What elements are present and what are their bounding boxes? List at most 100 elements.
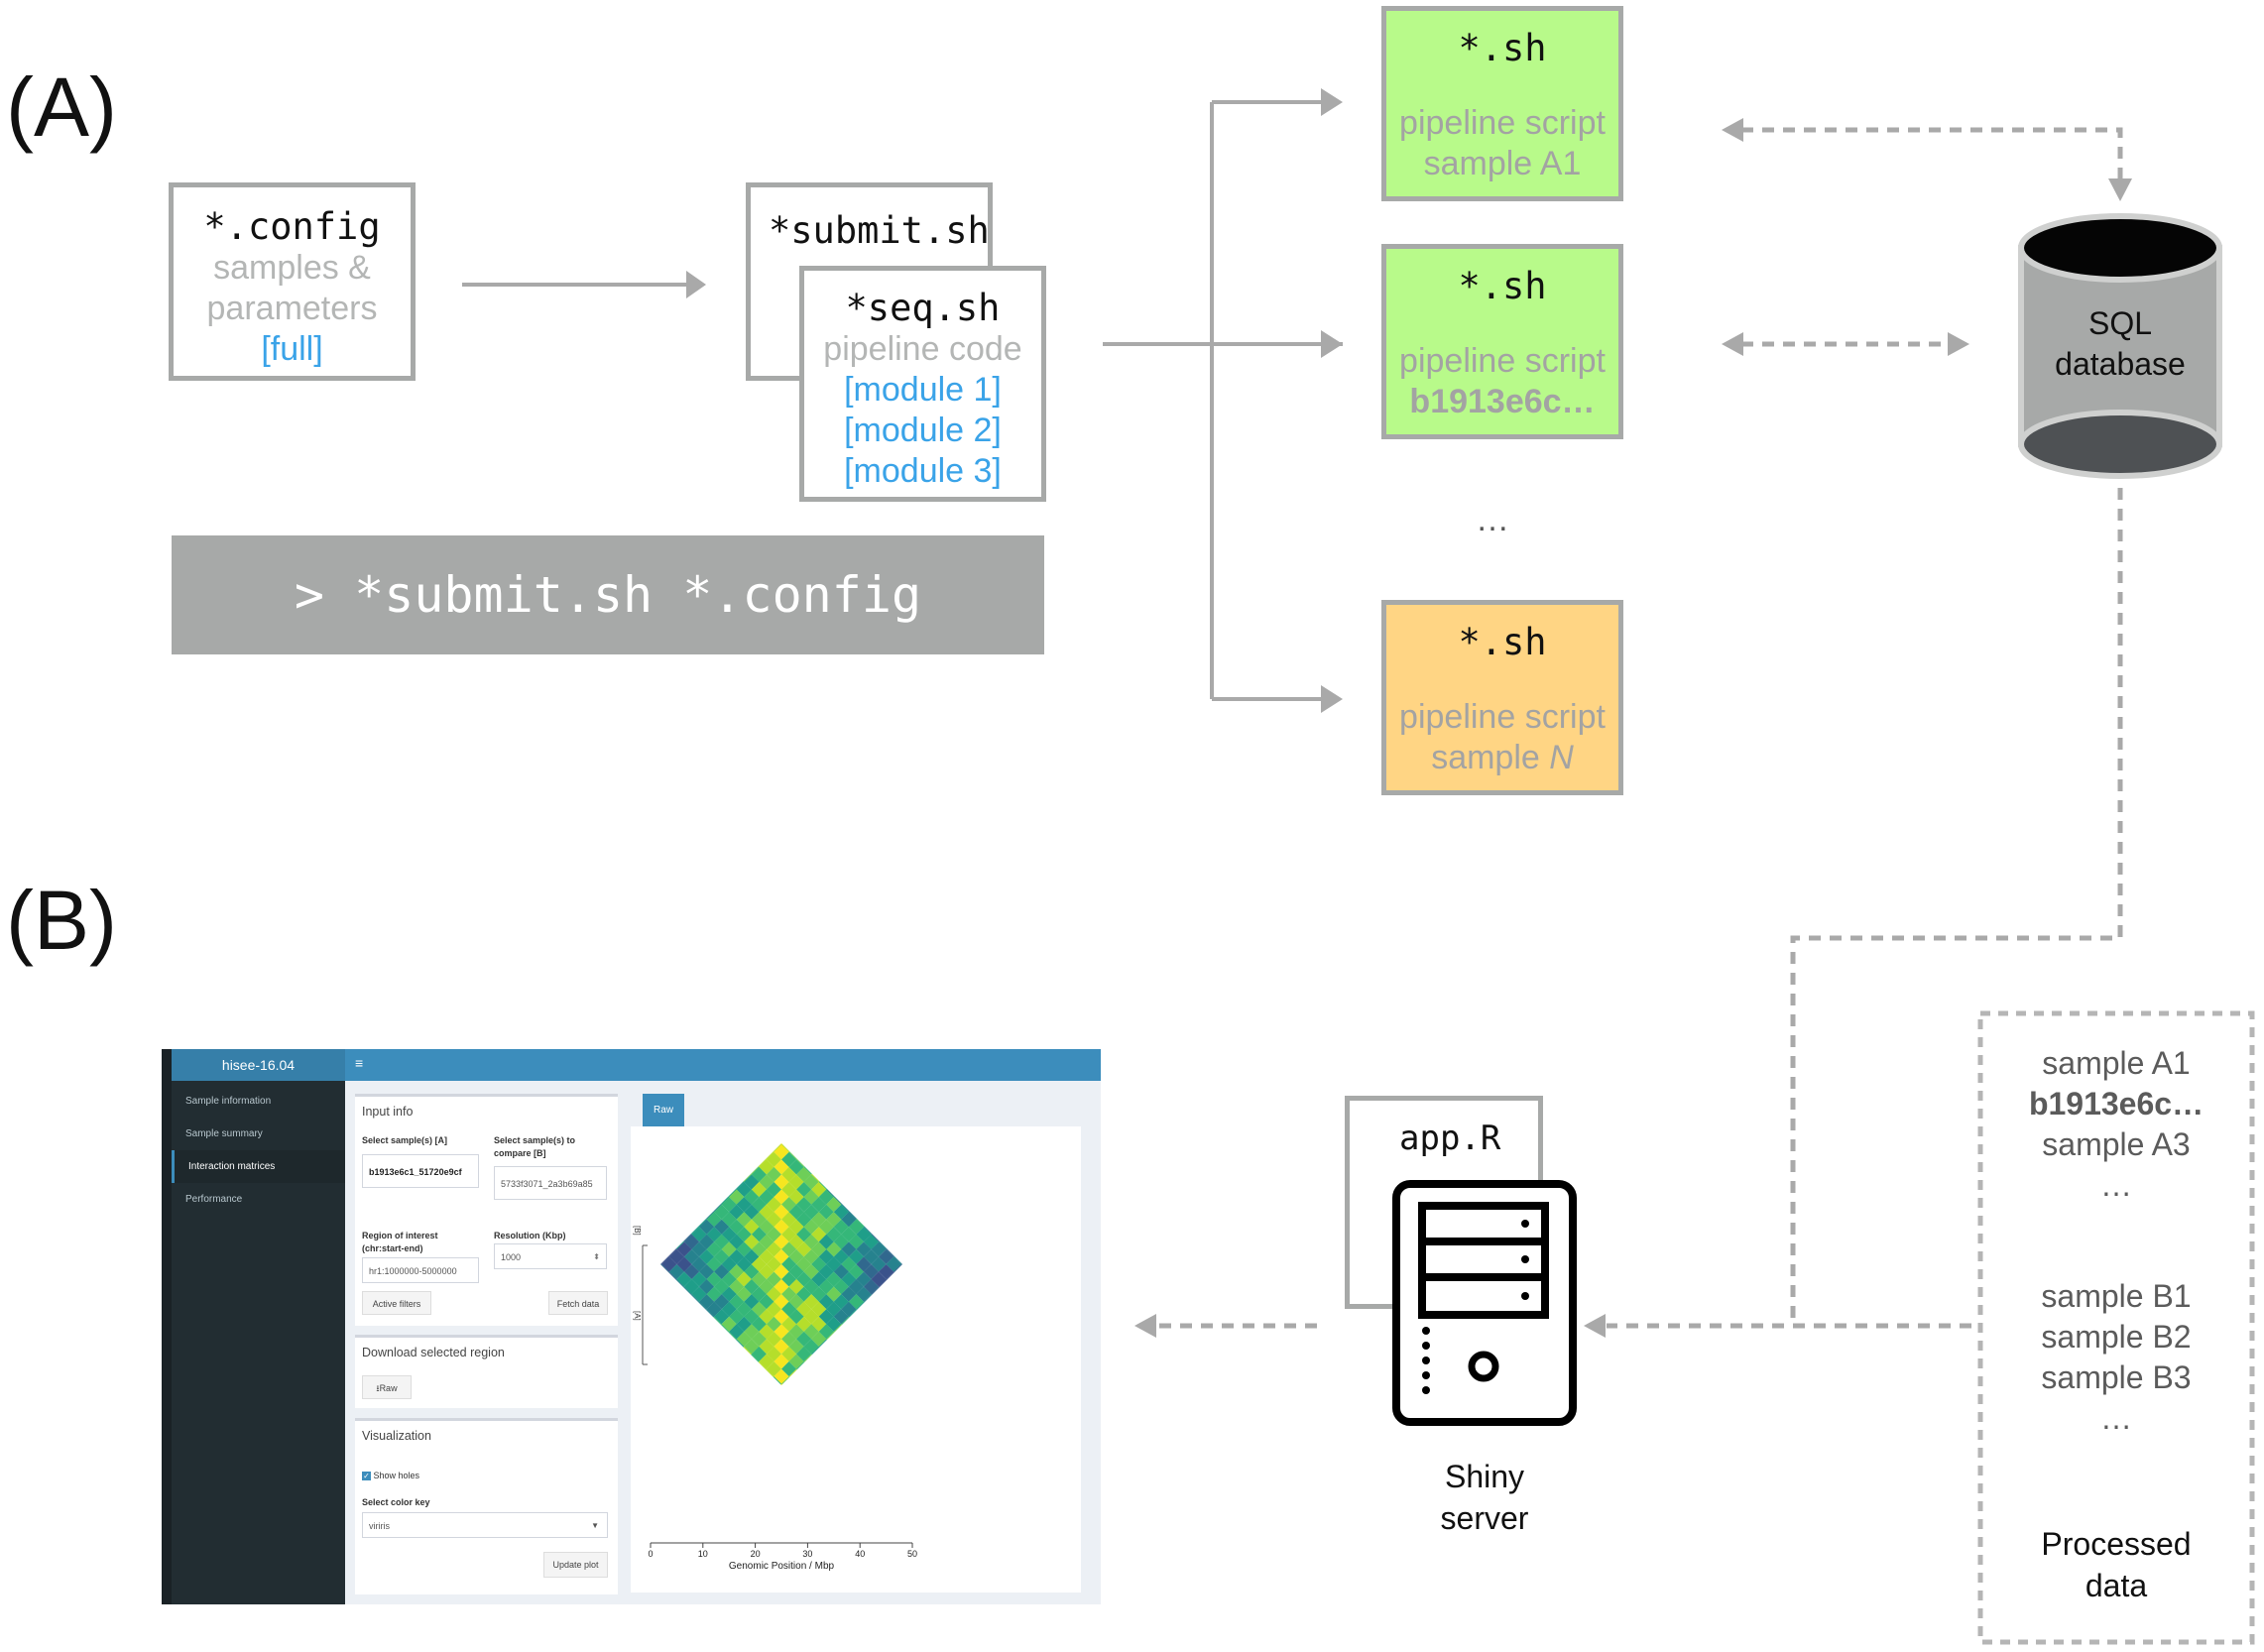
heatmap-cell [683, 1189, 700, 1205]
heatmap-cell [833, 1174, 849, 1190]
heatmap-cell [661, 1301, 677, 1317]
heatmap-cell [781, 1126, 796, 1137]
heatmap-cell [923, 1279, 938, 1294]
processed-item: sample B1 [2041, 1278, 2192, 1314]
processed-item: sample A3 [2042, 1126, 2191, 1162]
heatmap-cell [826, 1376, 842, 1385]
heatmap-cell [660, 1219, 669, 1235]
pipeline-script-hash: *.sh pipeline script b1913e6c… [1381, 244, 1623, 439]
heatmap-cell [894, 1279, 902, 1295]
heatmap-cell [660, 1212, 662, 1228]
heatmap-cell [879, 1219, 894, 1235]
script-hash-db-link [1722, 332, 1969, 356]
heatmap-cell [811, 1361, 827, 1377]
heatmap-cell [660, 1294, 669, 1310]
heatmap-cell [721, 1346, 737, 1362]
heatmap-cell [661, 1212, 677, 1228]
command-line-bar: > *submit.sh *.config [172, 535, 1044, 654]
config-full-link[interactable]: [full] [261, 330, 323, 368]
shiny-app-screenshot: hisee-16.04 Sample information Sample su… [162, 1049, 1101, 1604]
heatmap-cell [737, 1391, 752, 1406]
sidebar-item-sample-information[interactable]: Sample information [185, 1096, 272, 1107]
heatmap-cell [856, 1182, 872, 1198]
heatmap-cell [752, 1406, 767, 1421]
sample-a-input[interactable]: b1913e6c1_51720e9cf [362, 1154, 479, 1188]
region-input[interactable]: hr1:1000000-5000000 [362, 1257, 479, 1283]
heatmap-cell [796, 1376, 812, 1385]
heatmap-cell [841, 1346, 857, 1362]
script-hash-title: *.sh [1458, 265, 1547, 307]
heatmap-cell [803, 1368, 819, 1384]
heatmap-cell [818, 1159, 834, 1175]
module-3-link[interactable]: [module 3] [844, 452, 1002, 490]
heatmap-cell [729, 1143, 745, 1145]
color-key-select[interactable]: viriris ▼ [362, 1512, 608, 1538]
heatmap-cell [721, 1376, 737, 1385]
download-raw-button[interactable]: ⭳Raw [362, 1375, 412, 1399]
menu-toggle-icon[interactable]: ≡ [355, 1055, 364, 1071]
module-2-link[interactable]: [module 2] [844, 412, 1002, 449]
heatmap-cell [908, 1249, 923, 1264]
heatmap-cell [774, 1429, 788, 1444]
heatmap-cell [894, 1204, 902, 1220]
sample-b-input[interactable]: 5733f3071_2a3b69a85 [494, 1166, 607, 1200]
sidebar-item-performance[interactable]: Performance [185, 1194, 243, 1205]
shiny-label-line1: Shiny [1444, 1459, 1525, 1494]
heatmap-cell [774, 1414, 788, 1429]
shiny-label-line2: server [1440, 1500, 1529, 1536]
heatmap-cell [916, 1241, 931, 1256]
pipeline-script-a1: *.sh pipeline script sample A1 [1381, 6, 1623, 201]
visualization-title: Visualization [362, 1429, 431, 1443]
show-holes-checkbox[interactable]: ✓ [362, 1472, 371, 1481]
heatmap-cell [668, 1294, 684, 1310]
fetch-data-button[interactable]: Fetch data [548, 1291, 608, 1315]
heatmap-cell [714, 1368, 730, 1384]
heatmap-cell [916, 1287, 931, 1302]
heatmap-cell [714, 1159, 730, 1175]
heatmap-cell [789, 1414, 804, 1429]
heatmap-cell [886, 1227, 901, 1242]
heatmap-cell [871, 1316, 887, 1332]
heatmap-cell [631, 1264, 640, 1279]
heatmap-cell [751, 1376, 767, 1385]
heatmap-cell [736, 1143, 752, 1152]
heatmap-cell [923, 1249, 938, 1264]
heatmap-cell [916, 1272, 931, 1287]
heatmap-cell [744, 1144, 760, 1160]
heatmap-cell [848, 1189, 864, 1205]
heatmap-cell [879, 1309, 894, 1325]
script-n-line1: pipeline script [1399, 698, 1606, 736]
resolution-input[interactable]: 1000 ⬍ [494, 1243, 607, 1269]
stepper-icon[interactable]: ⬍ [593, 1252, 600, 1261]
heatmap-cell [660, 1286, 662, 1302]
heatmap-cell [789, 1126, 804, 1129]
x-tick-label: 50 [907, 1549, 917, 1559]
heatmap-cell [736, 1151, 752, 1167]
heatmap-cell [811, 1151, 827, 1167]
heatmap-cell [894, 1294, 902, 1310]
module-1-link[interactable]: [module 1] [844, 371, 1002, 409]
seq-script-box: *seq.sh pipeline code [module 1] [module… [799, 266, 1046, 502]
sidebar-item-interaction-matrices[interactable]: Interaction matrices [172, 1150, 345, 1183]
heatmap-cell [774, 1399, 788, 1414]
heatmap-cell [818, 1368, 834, 1384]
active-filters-button[interactable]: Active filters [362, 1291, 431, 1315]
heatmap-cell [729, 1159, 745, 1175]
tab-raw[interactable]: Raw [643, 1094, 684, 1126]
sidebar-item-sample-summary[interactable]: Sample summary [185, 1128, 263, 1139]
heatmap-cell [767, 1126, 781, 1137]
show-holes-option[interactable]: ✓ Show holes [362, 1471, 419, 1481]
heatmap-cell [729, 1354, 745, 1369]
update-plot-button[interactable]: Update plot [543, 1552, 608, 1578]
heatmap-cell [676, 1316, 692, 1332]
scripts-ellipsis: … [1476, 501, 1509, 538]
heatmap-cell [721, 1361, 737, 1377]
script-n-italic: N [1549, 739, 1574, 776]
processed-item: … [2100, 1167, 2132, 1203]
app-brand[interactable]: hisee-16.04 [172, 1049, 345, 1081]
config-line-2: parameters [206, 290, 378, 327]
